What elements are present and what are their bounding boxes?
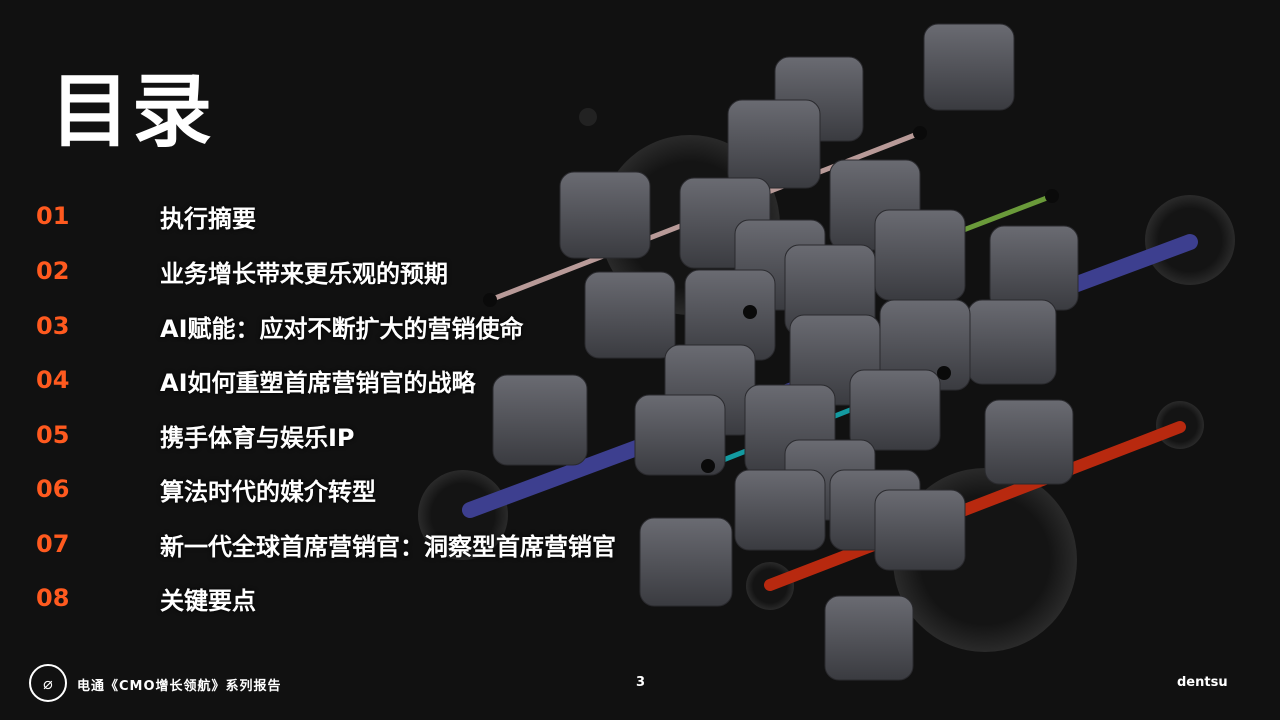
toc-label: AI如何重塑首席营销官的战略 (160, 368, 476, 397)
toc-item[interactable]: 03 AI赋能：应对不断扩大的营销使命 (36, 306, 524, 346)
toc-number: 02 (36, 257, 70, 285)
toc-number: 07 (36, 530, 70, 558)
toc-label: 携手体育与娱乐IP (160, 423, 355, 452)
page-number: 3 (636, 675, 646, 690)
toc-item[interactable]: 06 算法时代的媒介转型 (36, 469, 376, 509)
toc-item[interactable]: 04 AI如何重塑首席营销官的战略 (36, 360, 476, 400)
toc-number: 08 (36, 584, 70, 612)
toc-label: 新一代全球首席营销官：洞察型首席营销官 (160, 532, 616, 561)
toc-item[interactable]: 01 执行摘要 (36, 196, 256, 236)
toc-item[interactable]: 05 携手体育与娱乐IP (36, 415, 355, 455)
toc-number: 05 (36, 421, 70, 449)
report-series-label: 电通《CMO增长领航》系列报告 (77, 679, 282, 694)
toc-label: 算法时代的媒介转型 (160, 477, 376, 506)
toc-item[interactable]: 08 关键要点 (36, 578, 256, 618)
toc-label: AI赋能：应对不断扩大的营销使命 (160, 314, 524, 343)
page-title: 目录 (50, 65, 214, 158)
line-endpoints (483, 126, 1059, 473)
toc-label: 关键要点 (160, 586, 256, 615)
compass-logo-icon: ⌀ (29, 664, 67, 702)
toc-number: 04 (36, 366, 70, 394)
toc-item[interactable]: 07 新一代全球首席营销官：洞察型首席营销官 (36, 524, 616, 564)
toc-number: 06 (36, 475, 70, 503)
toc-label: 业务增长带来更乐观的预期 (160, 259, 448, 288)
brand-logo: dentsu (1177, 675, 1228, 690)
toc-item[interactable]: 02 业务增长带来更乐观的预期 (36, 251, 448, 291)
toc-number: 03 (36, 312, 70, 340)
toc-number: 01 (36, 202, 70, 230)
toc-label: 执行摘要 (160, 204, 256, 233)
